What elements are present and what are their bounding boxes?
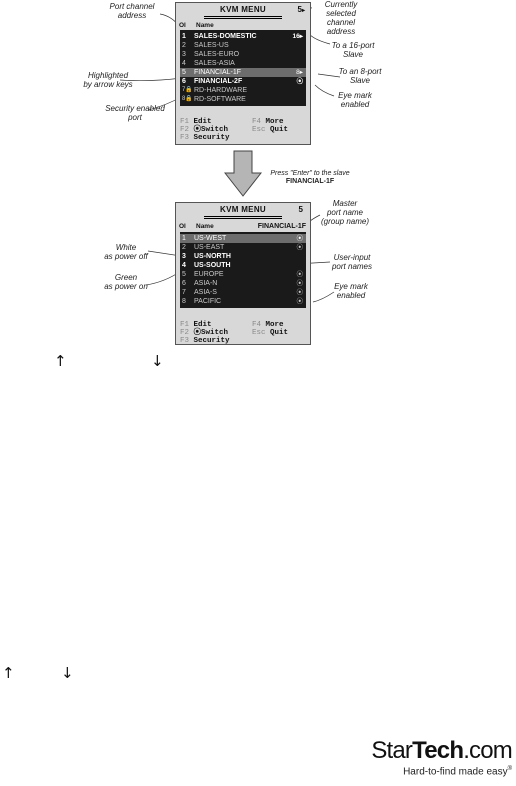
down-arrow-icon: ↓	[61, 664, 74, 682]
f2-key[interactable]: F2	[180, 126, 190, 134]
annot-eye-mark-1: Eye mark enabled	[338, 91, 372, 109]
enter-note-line2: FINANCIAL-1F	[285, 178, 335, 185]
annot-master-port: Master port name (group name)	[320, 199, 370, 226]
esc-key[interactable]: Esc	[252, 126, 266, 134]
menu-2-header-ol: Ol	[179, 223, 186, 230]
menu-2-channel: 5	[298, 205, 303, 214]
annot-eye-mark-2: Eye mark enabled	[334, 282, 368, 300]
f3-key[interactable]: F3	[180, 337, 190, 345]
down-arrow-icon: ↓	[151, 352, 164, 370]
annot-user-input: User-input port names	[331, 253, 373, 271]
menu-1-title: KVM MENU	[220, 5, 266, 14]
f4-key[interactable]: F4	[252, 118, 262, 126]
menu-1-channel: 5▸	[297, 5, 305, 14]
up-arrow-icon: ↑	[2, 664, 15, 682]
annot-highlighted: Highlighted by arrow keys	[83, 71, 133, 89]
menu-2-header-name: Name	[196, 223, 214, 230]
menu-1-header-name: Name	[196, 22, 214, 29]
startech-tagline: Hard-to-find made easy®	[403, 766, 512, 778]
startech-logo: StarTech.com	[371, 737, 512, 764]
port-row[interactable]: 8🔒RD-SOFTWARE	[182, 96, 246, 103]
up-arrow-icon: ↑	[54, 352, 67, 370]
esc-key[interactable]: Esc	[252, 329, 266, 337]
f4-key[interactable]: F4	[252, 321, 262, 329]
f2-key[interactable]: F2	[180, 329, 190, 337]
f1-key[interactable]: F1	[180, 118, 190, 126]
annot-white-power-off: White as power off	[104, 243, 148, 261]
enter-note-line1: Press "Enter" to the slave	[270, 170, 350, 177]
menu-1-header-ol: Ol	[179, 22, 186, 29]
annot-port-channel: Port channel address	[109, 2, 155, 20]
menu-2-title: KVM MENU	[220, 205, 266, 214]
port-row[interactable]: 7🔒RD-HARDWARE	[182, 87, 248, 94]
annot-to-16-port: To a 16-port Slave	[331, 41, 375, 59]
f3-key[interactable]: F3	[180, 134, 190, 142]
annot-security: Security enabled port	[105, 104, 165, 122]
annot-green-power-on: Green as power on	[104, 273, 148, 291]
annot-current-channel: Currently selected channel address	[324, 0, 358, 36]
menu-2-group-name: FINANCIAL-1F	[257, 223, 306, 230]
big-down-arrow-icon	[224, 150, 262, 197]
annot-to-8-port: To an 8-port Slave	[338, 67, 382, 85]
f1-key[interactable]: F1	[180, 321, 190, 329]
